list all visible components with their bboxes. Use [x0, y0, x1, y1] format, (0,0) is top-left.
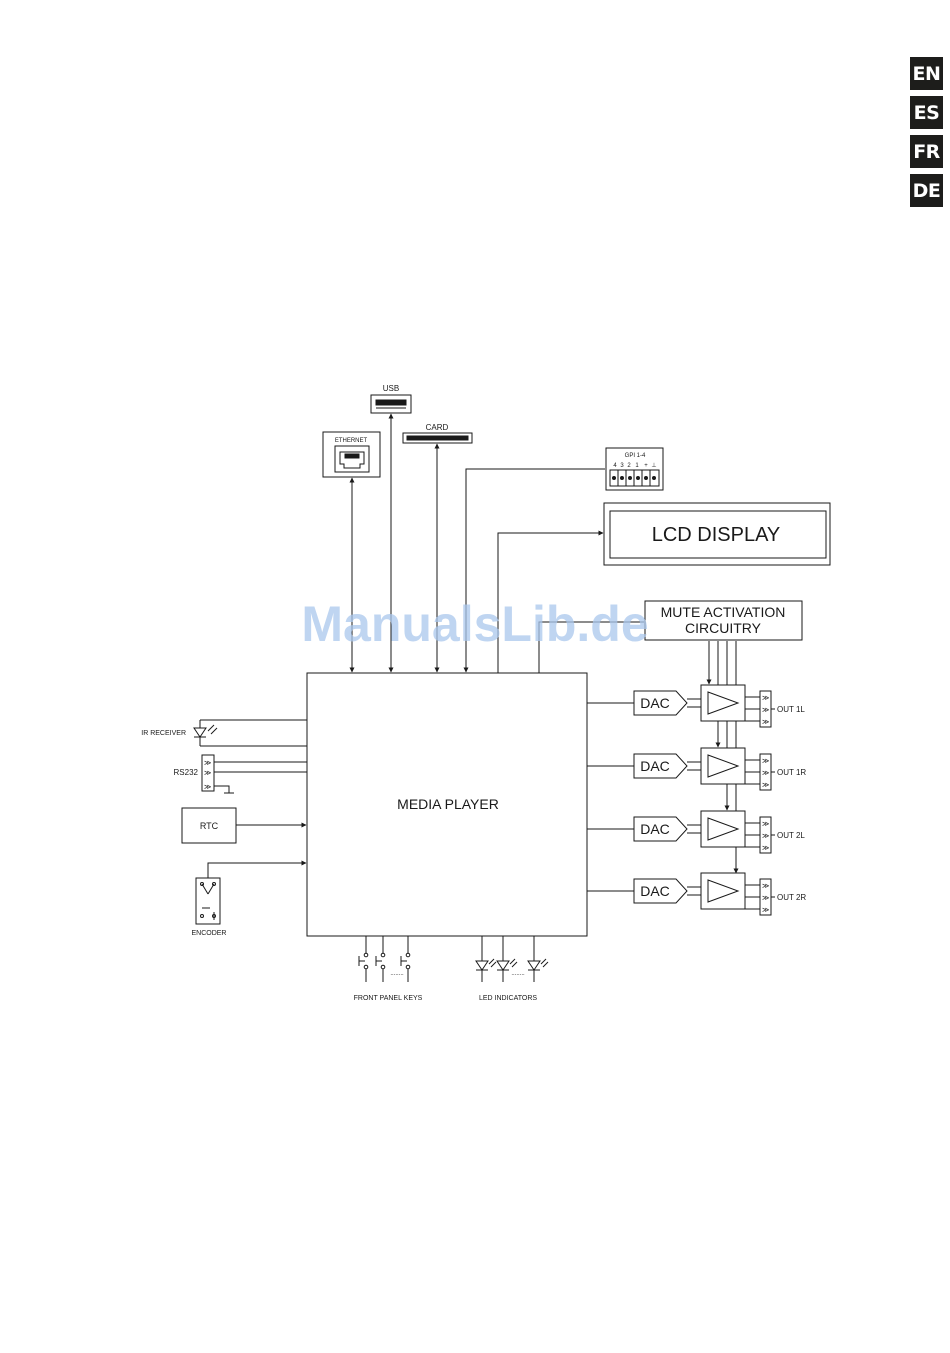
svg-text:≫: ≫ — [762, 758, 769, 765]
svg-text:≫: ≫ — [762, 782, 769, 789]
led-indicators-label: LED INDICATORS — [479, 995, 537, 1002]
gpi-pin-label: + — [644, 463, 648, 469]
output-chain-1 — [587, 685, 771, 727]
output-label-2r: OUT 2R — [777, 893, 806, 902]
output-chain-3 — [587, 811, 771, 853]
svg-text:≫: ≫ — [762, 895, 769, 902]
svg-text:≫: ≫ — [204, 784, 211, 791]
svg-text:≫: ≫ — [762, 907, 769, 914]
svg-text:≫: ≫ — [762, 770, 769, 777]
svg-text:≫: ≫ — [762, 845, 769, 852]
card-label: CARD — [426, 423, 449, 432]
gpi-pin-label: ⊥ — [651, 462, 656, 469]
dac-label: DAC — [640, 758, 670, 774]
rs232-label: RS232 — [174, 768, 199, 777]
keys-ellipsis: ........ — [390, 971, 404, 977]
encoder — [196, 863, 306, 924]
svg-text:≫: ≫ — [204, 770, 211, 777]
svg-text:≫: ≫ — [762, 707, 769, 714]
watermark: ManualsLib.de — [301, 596, 648, 652]
mute-label-line1: MUTE ACTIVATION — [661, 604, 786, 620]
dac-label: DAC — [640, 695, 670, 711]
usb-label: USB — [383, 384, 399, 393]
gpi-title: GPI 1-4 — [625, 453, 646, 459]
leds-ellipsis: ........ — [511, 971, 525, 977]
card-slot — [403, 433, 472, 443]
encoder-label: ENCODER — [191, 930, 226, 937]
svg-text:≫: ≫ — [762, 695, 769, 702]
svg-text:≫: ≫ — [762, 821, 769, 828]
dac-label: DAC — [640, 883, 670, 899]
dac-label: DAC — [640, 821, 670, 837]
ethernet-label: ETHERNET — [335, 438, 368, 444]
svg-text:≫: ≫ — [762, 883, 769, 890]
ir-receiver-label: IR RECEIVER — [141, 730, 186, 737]
output-chain-2 — [587, 748, 771, 790]
output-label-1r: OUT 1R — [777, 768, 806, 777]
media-player-label: MEDIA PLAYER — [397, 796, 499, 812]
output-label-2l: OUT 2L — [777, 831, 805, 840]
svg-text:≫: ≫ — [762, 719, 769, 726]
lcd-label: LCD DISPLAY — [652, 524, 781, 546]
ir-receiver — [194, 720, 307, 746]
output-chain-4 — [587, 873, 771, 915]
svg-text:≫: ≫ — [204, 760, 211, 767]
output-label-1l: OUT 1L — [777, 705, 805, 714]
front-panel-keys-label: FRONT PANEL KEYS — [354, 995, 423, 1002]
svg-text:≫: ≫ — [762, 833, 769, 840]
mute-label-line2: CIRCUITRY — [685, 620, 762, 636]
rtc-label: RTC — [200, 821, 219, 831]
usb-connector — [371, 395, 411, 413]
rs232-port — [202, 755, 307, 793]
